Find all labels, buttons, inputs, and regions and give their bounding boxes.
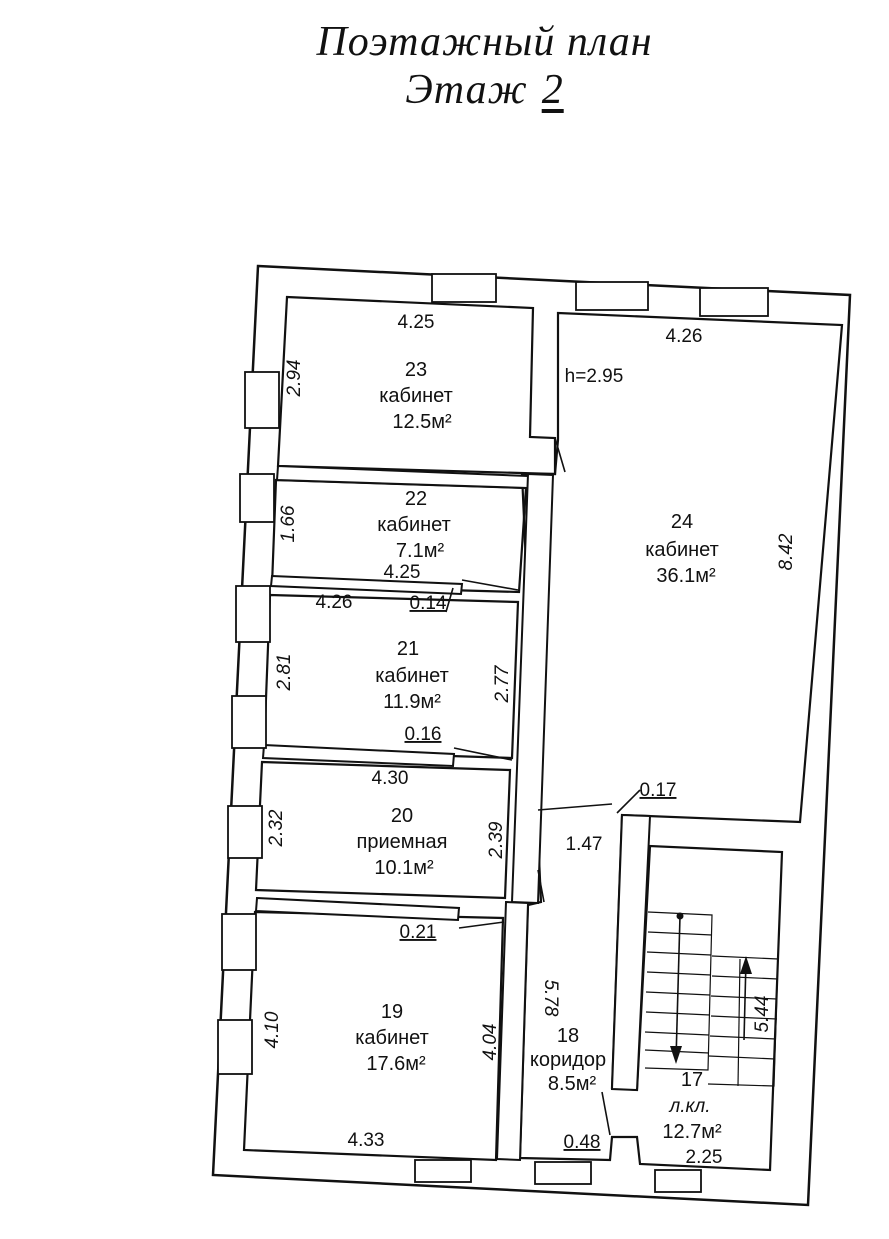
floor-label: Этаж xyxy=(405,67,528,113)
room-22-number: 22 xyxy=(405,488,427,510)
dim-r21-width: 4.26 xyxy=(316,592,353,613)
room-19-name: кабинет xyxy=(355,1027,429,1049)
room-20-name: приемная xyxy=(357,831,448,853)
window xyxy=(227,805,263,859)
leader-line xyxy=(616,789,641,814)
dim-wall-014: 0.14 xyxy=(410,593,447,614)
stair-wall xyxy=(610,813,652,1092)
window xyxy=(575,281,649,311)
room-24-name: кабинет xyxy=(645,539,719,561)
dim-r23-height: 2.94 xyxy=(284,360,305,398)
room-17-number: 17 xyxy=(681,1069,703,1091)
stair-arrow-down xyxy=(675,915,681,1061)
dim-r19-width: 4.33 xyxy=(348,1130,385,1151)
floor-number: 2 xyxy=(541,67,564,113)
plan-title: Поэтажный план xyxy=(316,19,653,65)
room-18-area: 8.5м² xyxy=(548,1073,597,1095)
dim-stair-length: 5.44 xyxy=(752,996,773,1033)
door-swing xyxy=(601,1091,611,1136)
dim-r21-height: 2.81 xyxy=(274,654,295,692)
dim-r22-width: 4.25 xyxy=(384,562,421,583)
dim-r21-right: 2.77 xyxy=(492,664,513,703)
window xyxy=(654,1169,702,1193)
room-17-area: 12.7м² xyxy=(662,1121,722,1143)
room-21-name: кабинет xyxy=(375,665,449,687)
room-23-name: кабинет xyxy=(379,385,453,407)
door-swing xyxy=(458,921,505,929)
dim-wall-021: 0.21 xyxy=(400,922,437,943)
arrow-down-icon xyxy=(670,1046,682,1064)
door-swing xyxy=(461,579,519,591)
room-18-name: коридор xyxy=(530,1049,606,1071)
room-24-number: 24 xyxy=(671,511,693,533)
room-23-number: 23 xyxy=(405,359,427,381)
window xyxy=(235,585,271,643)
room-19-number: 19 xyxy=(381,1001,403,1023)
dim-r23-width: 4.25 xyxy=(398,312,435,333)
stair-step xyxy=(708,1055,776,1060)
room-19-area: 17.6м² xyxy=(366,1053,426,1075)
room-24-area: 36.1м² xyxy=(656,565,716,587)
window xyxy=(699,287,769,317)
room-22-name: кабинет xyxy=(377,514,451,536)
window xyxy=(534,1161,592,1185)
room-22-area: 7.1м² xyxy=(396,540,445,562)
dim-ceiling-height: h=2.95 xyxy=(565,366,624,387)
window xyxy=(231,695,267,749)
room-23-area: 12.5м² xyxy=(392,411,452,433)
door-swing xyxy=(537,803,613,811)
dim-r19-right: 4.04 xyxy=(480,1024,501,1061)
dim-wall-048: 0.48 xyxy=(564,1132,601,1153)
dim-r22-height: 1.66 xyxy=(278,505,299,542)
dim-wall-016: 0.16 xyxy=(405,724,442,745)
room-20-area: 10.1м² xyxy=(374,857,434,879)
stair-step xyxy=(709,1035,777,1040)
door-swing xyxy=(554,437,566,473)
window xyxy=(244,371,280,429)
partition-wall xyxy=(269,574,464,596)
window xyxy=(217,1019,253,1075)
dim-r19-height: 4.10 xyxy=(262,1011,283,1048)
window xyxy=(221,913,257,971)
outer-wall-outline xyxy=(211,264,852,1207)
dim-r24-width: 4.26 xyxy=(666,326,703,347)
room-21-area: 11.9м² xyxy=(383,691,441,713)
room-21-number: 21 xyxy=(397,638,419,660)
partition-wall xyxy=(254,896,461,922)
dim-wall-017: 0.17 xyxy=(640,780,677,801)
leader-line xyxy=(445,587,454,613)
window xyxy=(414,1159,472,1183)
dim-r20-right: 2.39 xyxy=(486,821,507,859)
arrow-up-icon xyxy=(740,956,752,974)
dim-r24-height: 8.42 xyxy=(776,533,797,570)
corridor-wall xyxy=(495,900,530,1162)
room-18-number: 18 xyxy=(557,1025,579,1047)
stair-rail xyxy=(737,958,741,1087)
room-20-number: 20 xyxy=(391,805,413,827)
window xyxy=(431,273,497,303)
window xyxy=(239,473,275,523)
door-swing xyxy=(453,747,513,761)
room-17-name: л.кл. xyxy=(669,1096,711,1117)
dim-r20-width: 4.30 xyxy=(372,768,409,789)
dim-r20-height: 2.32 xyxy=(266,809,287,847)
central-wall xyxy=(510,472,555,905)
partition-wall xyxy=(261,743,456,768)
floor-title: Этаж 2 xyxy=(40,66,889,114)
door-swing xyxy=(537,869,545,903)
dim-stair-width: 2.25 xyxy=(686,1147,723,1168)
stair-step xyxy=(710,995,778,1000)
dim-corridor-width: 1.47 xyxy=(566,834,603,855)
dim-corridor-length: 5.78 xyxy=(540,980,561,1017)
outer-walls xyxy=(211,264,852,1207)
stair-flight xyxy=(707,955,779,1087)
stair-start-dot xyxy=(676,912,684,920)
